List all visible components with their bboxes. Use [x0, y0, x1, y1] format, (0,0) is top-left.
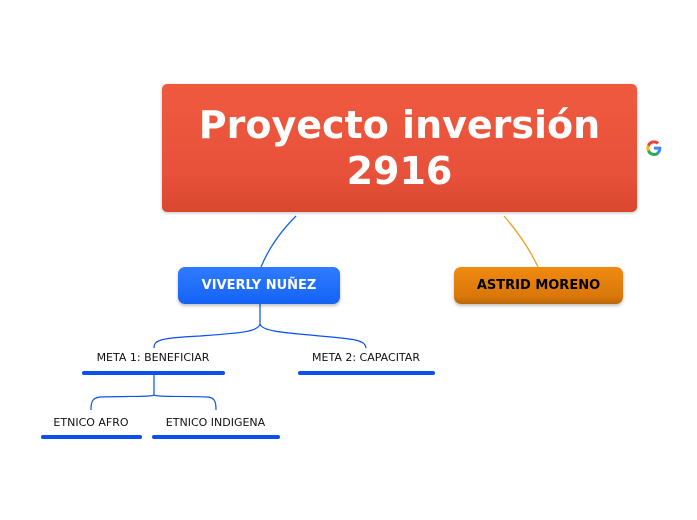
- root-node[interactable]: Proyecto inversión 2916: [162, 84, 637, 212]
- leaf-meta-1[interactable]: META 1: BENEFICIAR: [96, 351, 210, 364]
- leaf-etnico-indigena[interactable]: ETNICO INDIGENA: [165, 416, 266, 429]
- branch-viverly-nunez[interactable]: VIVERLY NUÑEZ: [178, 267, 340, 304]
- connector-root-to-viverly: [260, 215, 297, 268]
- branch-label: VIVERLY NUÑEZ: [201, 278, 317, 293]
- leaf-meta-2[interactable]: META 2: CAPACITAR: [312, 351, 420, 364]
- leaf-etnico-afro-underline: [41, 435, 142, 439]
- google-g-icon[interactable]: [646, 140, 662, 156]
- leaf-etnico-indigena-underline: [152, 435, 280, 439]
- connector-viverly-to-metas: [153, 304, 367, 349]
- connector-meta1-to-etnicos: [90, 375, 217, 411]
- root-title: Proyecto inversión 2916: [198, 103, 601, 193]
- connector-root-to-astrid: [503, 215, 539, 268]
- branch-label: ASTRID MORENO: [476, 278, 601, 293]
- leaf-meta-2-underline: [298, 371, 435, 375]
- branch-astrid-moreno[interactable]: ASTRID MORENO: [454, 267, 623, 304]
- leaf-etnico-afro[interactable]: ETNICO AFRO: [53, 416, 129, 429]
- leaf-meta-1-underline: [82, 371, 225, 375]
